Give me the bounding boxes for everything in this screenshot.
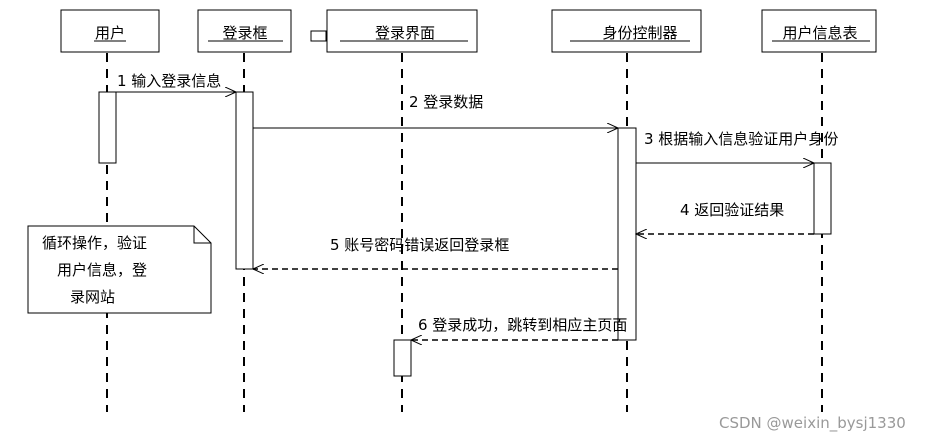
message-2-label: 2 登录数据	[409, 93, 483, 111]
participant-user-table-label: 用户信息表	[782, 24, 857, 42]
note-line-1: 循环操作，验证	[42, 234, 147, 252]
message-4-label: 4 返回验证结果	[680, 201, 784, 219]
participant-user: 用户	[60, 9, 160, 53]
activation-auth-controller	[617, 127, 637, 341]
activation-login-ui	[393, 339, 412, 377]
watermark: CSDN @weixin_bysj1330	[719, 414, 906, 433]
activation-user	[98, 91, 117, 164]
message-5-label: 5 账号密码错误返回登录框	[330, 236, 509, 254]
participant-auth-controller: 身份控制器	[551, 9, 702, 53]
participant-login-box: 登录框	[197, 9, 292, 53]
participant-user-table: 用户信息表	[761, 9, 877, 53]
participant-login-ui-label: 登录界面	[375, 24, 435, 42]
note-line-3: 录网站	[70, 288, 115, 306]
component-icon	[310, 30, 327, 42]
participant-login-box-label: 登录框	[222, 24, 267, 42]
participant-login-ui: 登录界面	[310, 9, 478, 53]
activation-login-box	[235, 91, 254, 270]
note-line-2: 用户信息，登	[57, 261, 147, 279]
loop-note: 循环操作，验证 用户信息，登 录网站	[27, 225, 212, 314]
activation-user-table	[813, 162, 832, 235]
message-1-label: 1 输入登录信息	[117, 72, 221, 90]
participant-auth-controller-label: 身份控制器	[602, 24, 677, 42]
participant-user-label: 用户	[95, 24, 125, 42]
message-6-label: 6 登录成功，跳转到相应主页面	[418, 316, 627, 334]
message-3-label: 3 根据输入信息验证用户身份	[644, 130, 838, 148]
